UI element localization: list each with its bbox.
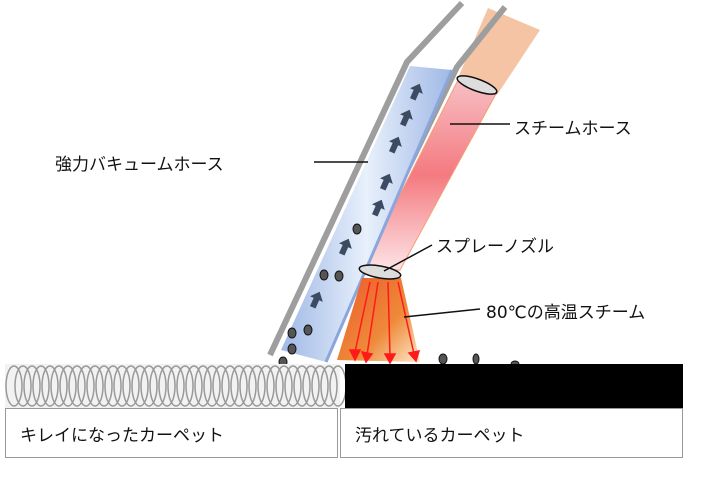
carpet-fiber xyxy=(158,365,176,407)
carpet-fiber xyxy=(131,365,149,407)
carpet-fiber xyxy=(23,365,41,407)
carpet-fiber xyxy=(32,365,50,407)
carpet-fiber xyxy=(293,365,311,407)
carpet-fiber xyxy=(212,365,230,407)
carpet-fiber xyxy=(122,365,140,407)
spray-arrow-icons xyxy=(348,281,421,365)
carpet-fiber xyxy=(203,365,221,407)
leader-lines xyxy=(314,123,510,318)
clean-carpet-label: キレイになったカーペット xyxy=(5,408,338,458)
carpet-fiber xyxy=(230,365,248,407)
carpet-fiber xyxy=(221,365,239,407)
carpet-fiber xyxy=(149,365,167,407)
carpet-fiber xyxy=(320,365,338,407)
carpet-fiber xyxy=(50,365,68,407)
carpet-fiber xyxy=(167,365,185,407)
vacuum-tube xyxy=(281,66,452,362)
dirty-carpet-label: 汚れているカーペット xyxy=(340,408,683,458)
clean-carpet-fibers: (function(){var g=document.currentScript… xyxy=(5,364,347,408)
steam-hose-label: スチームホース xyxy=(514,119,632,139)
vacuum-hose-outline-left xyxy=(267,0,465,357)
carpet-fiber xyxy=(257,365,275,407)
hot-steam-label: 80℃の高温スチーム xyxy=(486,303,646,323)
carpet-fiber xyxy=(95,365,113,407)
carpet-fiber xyxy=(68,365,86,407)
carpet-fiber xyxy=(41,365,59,407)
vacuum-hose-label: 強力バキュームホース xyxy=(55,155,224,175)
carpet-fiber xyxy=(77,365,95,407)
carpet-fiber xyxy=(14,365,32,407)
carpet-fiber xyxy=(248,365,266,407)
steam-hose-top xyxy=(458,8,540,95)
carpet-fiber xyxy=(113,365,131,407)
carpet-fiber xyxy=(59,365,77,407)
carpet-fiber xyxy=(302,365,320,407)
carpet-fiber xyxy=(104,365,122,407)
steam-hose-opening xyxy=(456,75,498,95)
spray-nozzle-label: スプレーノズル xyxy=(436,237,554,257)
carpet-fiber xyxy=(176,365,194,407)
carpet-fiber xyxy=(86,365,104,407)
carpet-fiber xyxy=(5,365,23,407)
dirty-carpet xyxy=(345,364,683,408)
suction-arrow-icons xyxy=(310,83,423,309)
carpet-fiber xyxy=(266,365,284,407)
carpet-fiber xyxy=(239,365,257,407)
carpet-fiber xyxy=(275,365,293,407)
carpet-fiber xyxy=(194,365,212,407)
carpet-fiber xyxy=(311,365,329,407)
spray-nozzle-shape xyxy=(358,264,402,280)
carpet-fiber xyxy=(284,365,302,407)
carpet-fiber xyxy=(185,365,203,407)
carpet-fiber xyxy=(140,365,158,407)
